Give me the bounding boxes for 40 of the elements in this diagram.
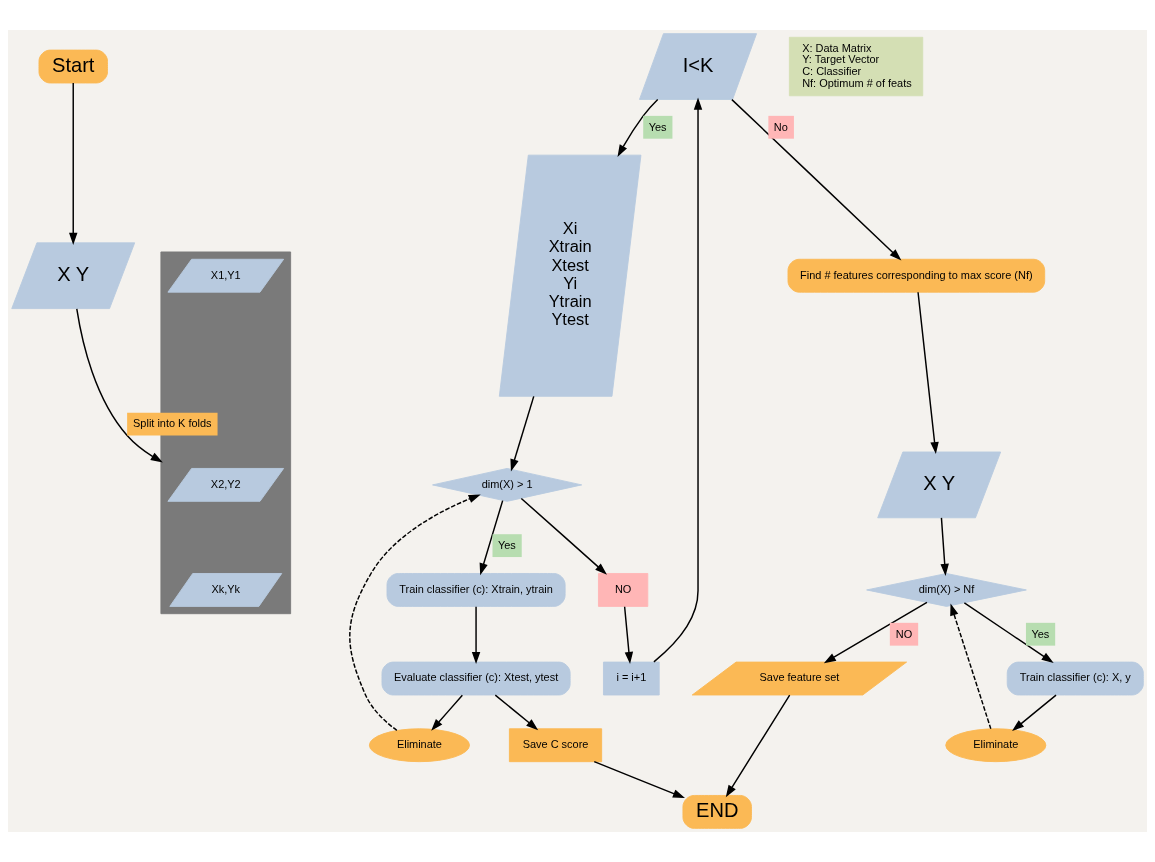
arrow (76, 308, 163, 463)
arrow (494, 694, 539, 731)
arrow (950, 603, 992, 730)
node-ellipse: Eliminate (945, 728, 1047, 763)
node-ellipse: Eliminate (368, 728, 470, 763)
node-box: END (682, 795, 752, 829)
edge-label: NO (895, 627, 913, 640)
arrow (510, 395, 535, 472)
node-box: Evaluate classifier (c): Xtest, ytest (381, 661, 571, 696)
arrow (725, 694, 791, 798)
arrow (623, 606, 634, 665)
arrow (617, 98, 659, 157)
arrow (940, 517, 949, 576)
arrow (593, 760, 685, 799)
arrow (917, 291, 939, 455)
node-box: Find # features corresponding to max score (Nf) (787, 258, 1046, 293)
node-box: Train classifier (c): X, y (1006, 661, 1144, 696)
edge-label: Yes (648, 120, 667, 133)
arrow (349, 494, 481, 732)
arrow (479, 499, 504, 576)
arrow (520, 497, 607, 575)
node-box: X: Data Matrix Y: Target Vector C: Classifier Nf: Optimum # of feats (788, 36, 924, 97)
edge-label: Split into K folds (133, 417, 212, 430)
node-box: NO (598, 573, 649, 607)
arrow (69, 82, 78, 245)
arrow (653, 97, 703, 663)
arrow (431, 694, 464, 731)
node-box: Save C score (508, 728, 603, 763)
edge-label: Yes (1031, 627, 1050, 640)
node-box: Start (38, 49, 108, 84)
arrow (731, 98, 902, 261)
node-box: Train classifier (c): Xtrain, ytrain (386, 573, 566, 607)
arrow (1012, 694, 1057, 732)
arrow (471, 606, 481, 665)
cluster (160, 251, 292, 615)
arrow (823, 601, 928, 664)
node-box: i = i+1 (603, 661, 660, 696)
node-diamond: dim(X) > Nf (866, 573, 1027, 607)
edge-label: No (773, 120, 788, 133)
edge-label: Yes (497, 538, 516, 551)
